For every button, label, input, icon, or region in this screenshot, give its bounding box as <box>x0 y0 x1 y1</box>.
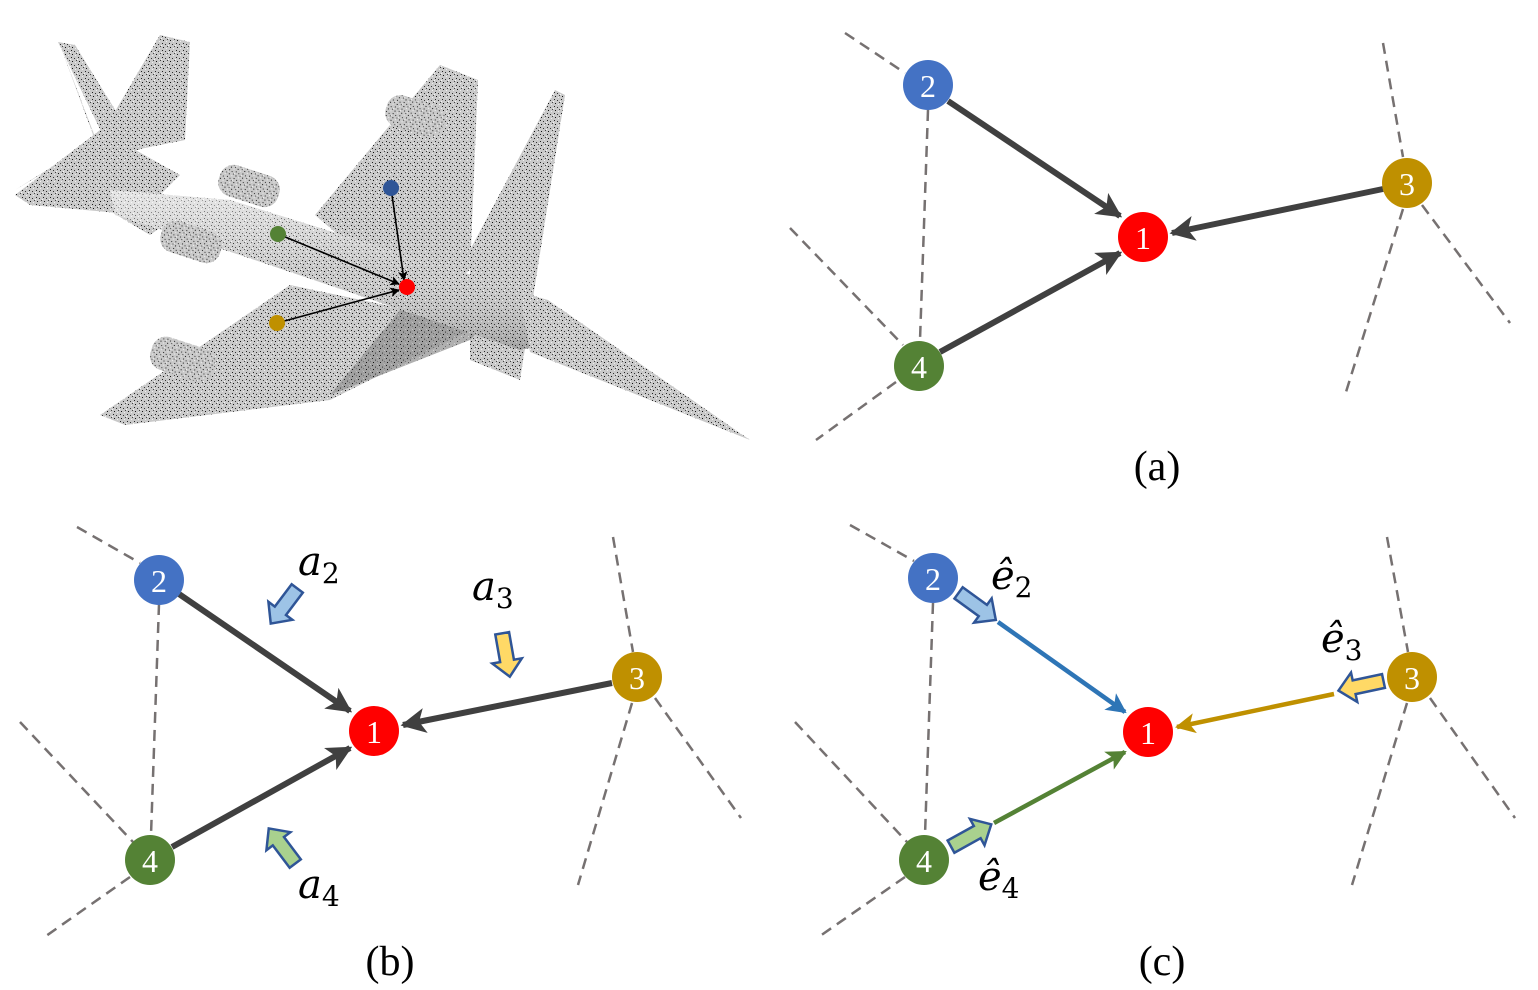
node-label: 1 <box>1140 715 1156 751</box>
airplane-arrow-blue-to-red <box>390 187 408 281</box>
dashed-boundary <box>1344 208 1405 393</box>
panel-b: 1 2 3 4 a2 a3 a4 (b) <box>19 525 743 985</box>
edge-3-to-1 <box>1169 186 1384 241</box>
node-label: 4 <box>142 843 158 879</box>
green-point <box>270 226 286 242</box>
edge-4-to-1 <box>170 745 353 850</box>
dashed-boundary <box>923 602 935 836</box>
edge-2-to-1 <box>946 98 1123 219</box>
node-label: 4 <box>911 349 927 385</box>
label-e3: ê3 <box>1321 616 1363 667</box>
dashed-boundary <box>815 380 897 442</box>
edge-3-to-1 <box>400 680 613 733</box>
node-4: 4 <box>894 341 944 391</box>
node-label: 3 <box>1404 660 1420 696</box>
attention-arrow-a4 <box>264 826 303 870</box>
label-a2: a2 <box>298 539 340 590</box>
node-4: 4 <box>125 835 175 885</box>
dashed-boundary <box>1428 697 1517 819</box>
panel-b-caption: (b) <box>366 939 415 985</box>
node-1: 1 <box>1123 707 1173 757</box>
blue-point <box>383 180 399 196</box>
panel-a-caption: (a) <box>1134 444 1181 490</box>
dashed-boundary <box>819 875 906 938</box>
node-label: 4 <box>916 843 932 879</box>
node-2: 2 <box>903 60 953 110</box>
node-4: 4 <box>899 835 949 885</box>
edge-arrow-e2 <box>952 585 998 625</box>
dashed-boundary <box>611 536 635 653</box>
edge-2-to-1 <box>996 620 1127 714</box>
dashed-boundary <box>794 721 908 843</box>
node-label: 3 <box>1399 166 1415 202</box>
node-label: 2 <box>925 561 941 597</box>
airplane-tail-fin <box>110 35 190 150</box>
dashed-boundary <box>1420 204 1512 324</box>
airplane-lower-wing <box>100 285 480 425</box>
voronoi-dashes <box>19 525 743 938</box>
dashed-boundary <box>45 875 131 938</box>
airplane-fuselage-shade <box>110 190 545 350</box>
airplane-stabilizer-top <box>58 42 140 150</box>
panel-a: 1 2 3 4 (a) <box>789 31 1512 490</box>
dashed-boundary <box>844 31 906 75</box>
voronoi-dashes <box>794 523 1517 938</box>
dashed-boundary <box>76 525 141 565</box>
red-point <box>399 279 415 295</box>
dashed-boundary <box>149 603 161 836</box>
label-e2: ê2 <box>991 553 1033 604</box>
panel-c: 1 2 3 4 ê2 ê3 ê4 (c) <box>794 523 1517 985</box>
edge-3-to-1 <box>1175 691 1335 734</box>
dashed-boundary <box>849 523 915 563</box>
node-3: 3 <box>1382 158 1432 208</box>
dashed-boundary <box>918 109 930 341</box>
label-e4: ê4 <box>978 854 1020 905</box>
airplane-engine <box>218 164 280 208</box>
edge-2-to-1 <box>177 591 353 714</box>
airplane-engine <box>385 95 445 137</box>
edge-arrow-e4 <box>945 817 993 855</box>
airplane-point-cloud <box>15 35 750 440</box>
airplane-arrow-green-to-red <box>277 233 400 286</box>
dashed-boundary <box>1381 42 1405 158</box>
node-3: 3 <box>1387 652 1437 702</box>
dashed-boundary <box>653 697 743 819</box>
yellow-point <box>269 315 285 331</box>
attention-arrow-a3 <box>489 630 525 679</box>
label-a3: a3 <box>472 564 514 615</box>
dashed-boundary <box>789 227 904 346</box>
airplane-engine <box>160 220 222 264</box>
voronoi-dashes <box>789 31 1512 442</box>
node-label: 3 <box>629 660 645 696</box>
airplane-lower-wing-shadow <box>330 310 480 395</box>
node-1: 1 <box>1118 212 1168 262</box>
airplane-nose-cone <box>520 292 750 440</box>
dashed-boundary <box>19 721 134 843</box>
edge-arrow-e3 <box>1336 669 1387 705</box>
airplane-arrow-yellow-to-red <box>276 287 400 324</box>
node-label: 1 <box>366 714 382 750</box>
node-3: 3 <box>612 652 662 702</box>
node-2: 2 <box>134 555 184 605</box>
node-1: 1 <box>349 706 399 756</box>
edge-4-to-1 <box>938 250 1123 355</box>
edge-4-to-1 <box>992 750 1127 825</box>
airplane-engine <box>149 336 215 382</box>
dashed-boundary <box>1385 536 1410 653</box>
node-2: 2 <box>908 553 958 603</box>
node-label: 2 <box>920 68 936 104</box>
dashed-boundary <box>576 702 634 886</box>
node-label: 1 <box>1135 220 1151 256</box>
panel-c-caption: (c) <box>1139 939 1186 985</box>
dashed-boundary <box>1350 702 1409 886</box>
node-label: 2 <box>151 563 167 599</box>
label-a4: a4 <box>298 862 340 913</box>
attention-arrow-a2 <box>266 582 305 626</box>
